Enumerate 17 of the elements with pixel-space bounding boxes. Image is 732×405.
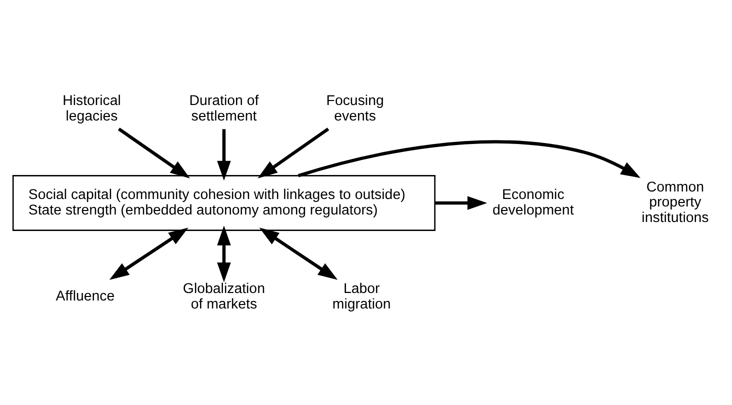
node-text: Affluence	[56, 288, 115, 304]
arrow	[298, 140, 641, 178]
arrow	[118, 127, 190, 178]
node-box: Social capital (community cohesion with linkages to outside) State strength (embedded autonomy among regulators)	[12, 174, 436, 230]
arrow	[109, 227, 188, 280]
node-text: Labor migration	[332, 280, 391, 312]
arrow	[217, 225, 231, 282]
node-text: Globalization of markets	[182, 280, 265, 312]
arrow	[435, 196, 488, 210]
node-text: Duration of settlement	[189, 92, 259, 124]
node-text: Focusing events	[326, 92, 384, 124]
arrow	[259, 227, 338, 280]
arrow	[258, 127, 330, 178]
node-text: Economic development	[492, 186, 574, 218]
arrow	[217, 128, 231, 180]
node-text: Common property institutions	[642, 178, 709, 226]
node-text: Historical legacies	[62, 92, 121, 124]
